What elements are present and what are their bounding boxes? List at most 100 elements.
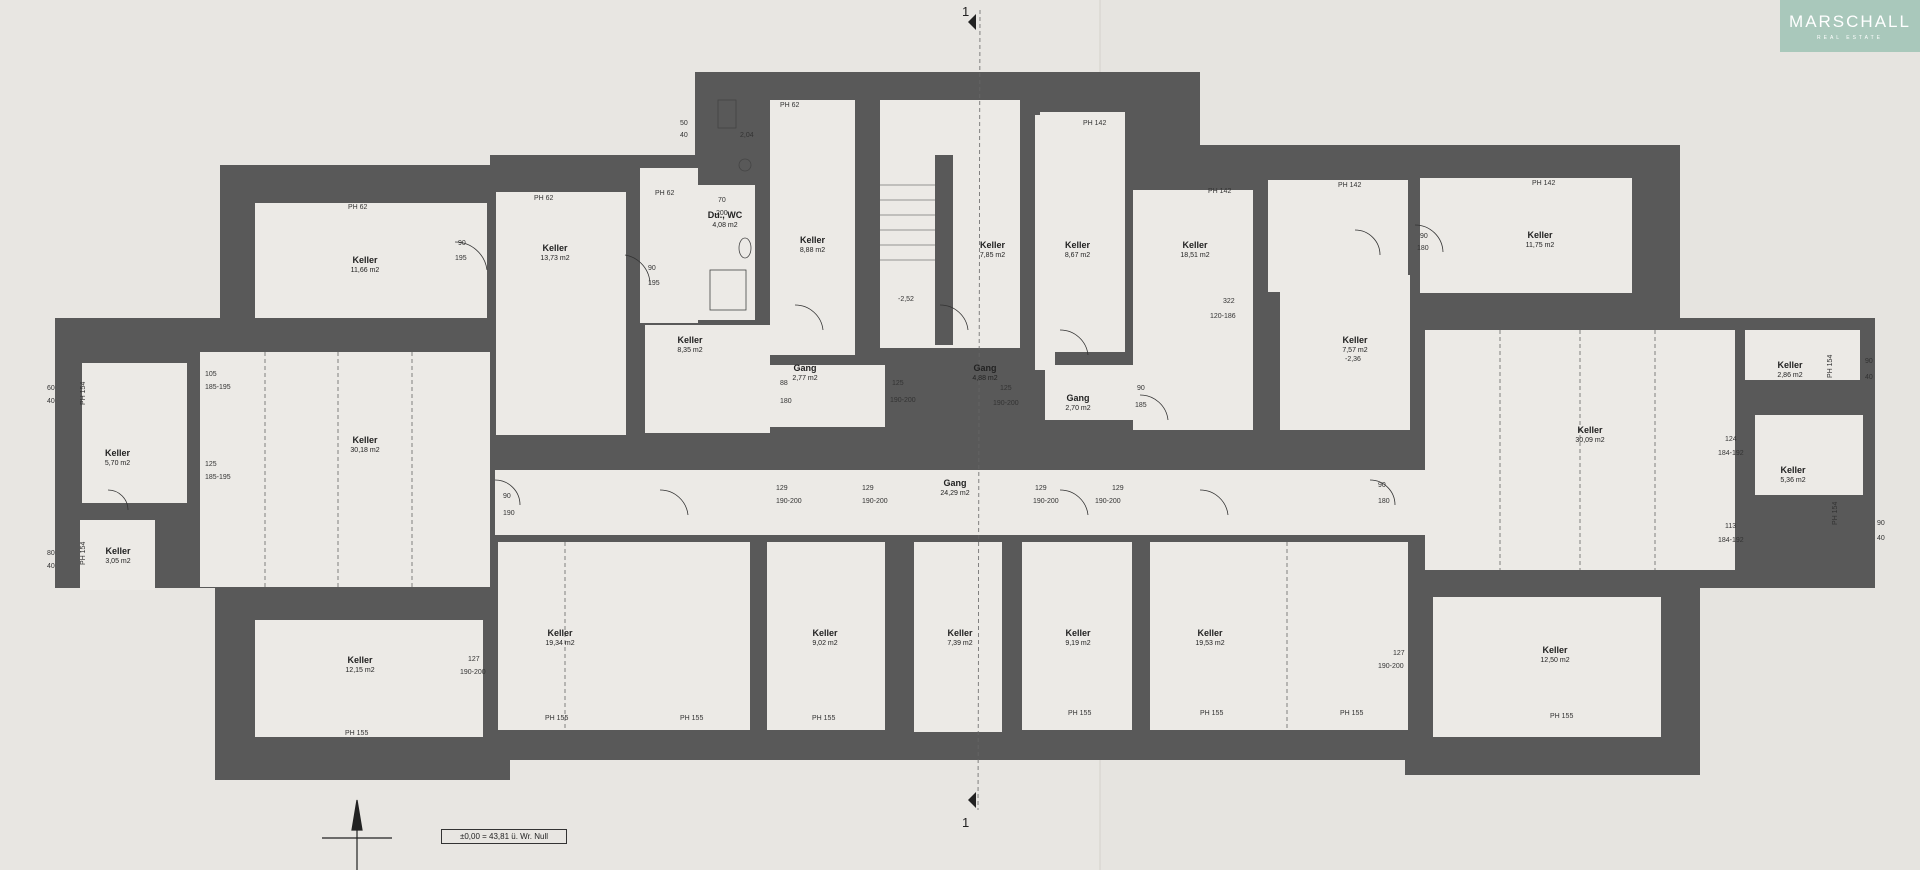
dim-label: 90: [1420, 233, 1428, 240]
dim-label: 70: [718, 197, 726, 204]
ph-label: PH 142: [1208, 188, 1232, 195]
ph-label: PH 155: [1200, 710, 1224, 717]
dim-label: 180: [1417, 245, 1429, 252]
dim-label: 190-200: [1033, 498, 1059, 505]
dim-label: 129: [776, 485, 788, 492]
ph-label: PH 155: [1550, 713, 1574, 720]
ph-label: PH 155: [1340, 710, 1364, 717]
dim-label: 90: [1877, 520, 1885, 527]
ph-label: PH 62: [780, 102, 800, 109]
dim-label: 195: [455, 255, 467, 262]
dim-label: 40: [1865, 374, 1873, 381]
dim-label: 105: [205, 371, 217, 378]
dim-label: 129: [862, 485, 874, 492]
ph-label: PH 154: [80, 381, 87, 405]
stair: [880, 155, 953, 345]
ph-label: PH 154: [1827, 354, 1834, 378]
dim-label: 127: [468, 656, 480, 663]
dim-label: 125: [892, 380, 904, 387]
section-marker-bottom: 1: [962, 815, 970, 830]
dim-label: 40: [1877, 535, 1885, 542]
dim-label: 190-200: [862, 498, 888, 505]
dim-label: 184-192: [1718, 537, 1744, 544]
ph-label: PH 155: [812, 715, 836, 722]
dim-label: 90: [503, 493, 511, 500]
ph-label: PH 142: [1083, 120, 1107, 127]
dim-label: 190: [503, 510, 515, 517]
dim-label: 185: [1135, 402, 1147, 409]
bathroom-fixtures: [709, 99, 752, 311]
level-label: -2,52: [898, 296, 914, 303]
dim-label: 190-200: [890, 397, 916, 404]
dim-label: 50: [680, 120, 688, 127]
dim-label: 90: [1137, 385, 1145, 392]
dim-label: 90: [648, 265, 656, 272]
ph-label: PH 142: [1532, 180, 1556, 187]
dim-label: 120-186: [1210, 313, 1236, 320]
dim-label: 322: [1223, 298, 1235, 305]
ph-label: PH 62: [348, 204, 368, 211]
dim-label: 40: [680, 132, 688, 139]
dim-label: 124: [1725, 436, 1737, 443]
dim-label: 40: [47, 563, 55, 570]
ph-label: PH 154: [1832, 501, 1839, 525]
brand-logo: MARSCHALL REAL ESTATE: [1780, 0, 1920, 52]
section-marker-top: 1: [962, 4, 970, 19]
level-label: 2,04: [740, 132, 754, 139]
ph-label: PH 155: [1068, 710, 1092, 717]
dim-label: 88: [780, 380, 788, 387]
dim-label: 190-200: [460, 669, 486, 676]
dim-label: 180: [1378, 498, 1390, 505]
ph-label: PH 155: [680, 715, 704, 722]
compass-icon: [322, 799, 392, 870]
dim-label: 60: [47, 385, 55, 392]
dim-label: 200: [716, 210, 728, 217]
dim-label: 129: [1035, 485, 1047, 492]
dim-label: 113: [1725, 523, 1737, 530]
ph-label: PH 155: [345, 730, 369, 737]
dim-label: 125: [205, 461, 217, 468]
level-label: -2,36: [1345, 356, 1361, 363]
dim-label: 195: [648, 280, 660, 287]
dim-label: 185-195: [205, 384, 231, 391]
brand-tagline: REAL ESTATE: [1817, 35, 1883, 41]
dim-label: 190-200: [1378, 663, 1404, 670]
dim-label: 125: [1000, 385, 1012, 392]
section-marks: [968, 14, 976, 808]
door-swings: [107, 224, 1444, 516]
dim-label: 129: [1112, 485, 1124, 492]
datum-legend: ±0,00 = 43,81 ü. Wr. Null: [441, 829, 567, 844]
dim-label: 80: [47, 550, 55, 557]
ph-label: PH 62: [655, 190, 675, 197]
dim-label: 184-192: [1718, 450, 1744, 457]
dim-label: 40: [47, 398, 55, 405]
dim-label: 190-200: [1095, 498, 1121, 505]
ph-label: PH 142: [1338, 182, 1362, 189]
dim-label: 185-195: [205, 474, 231, 481]
dim-label: 190-200: [993, 400, 1019, 407]
